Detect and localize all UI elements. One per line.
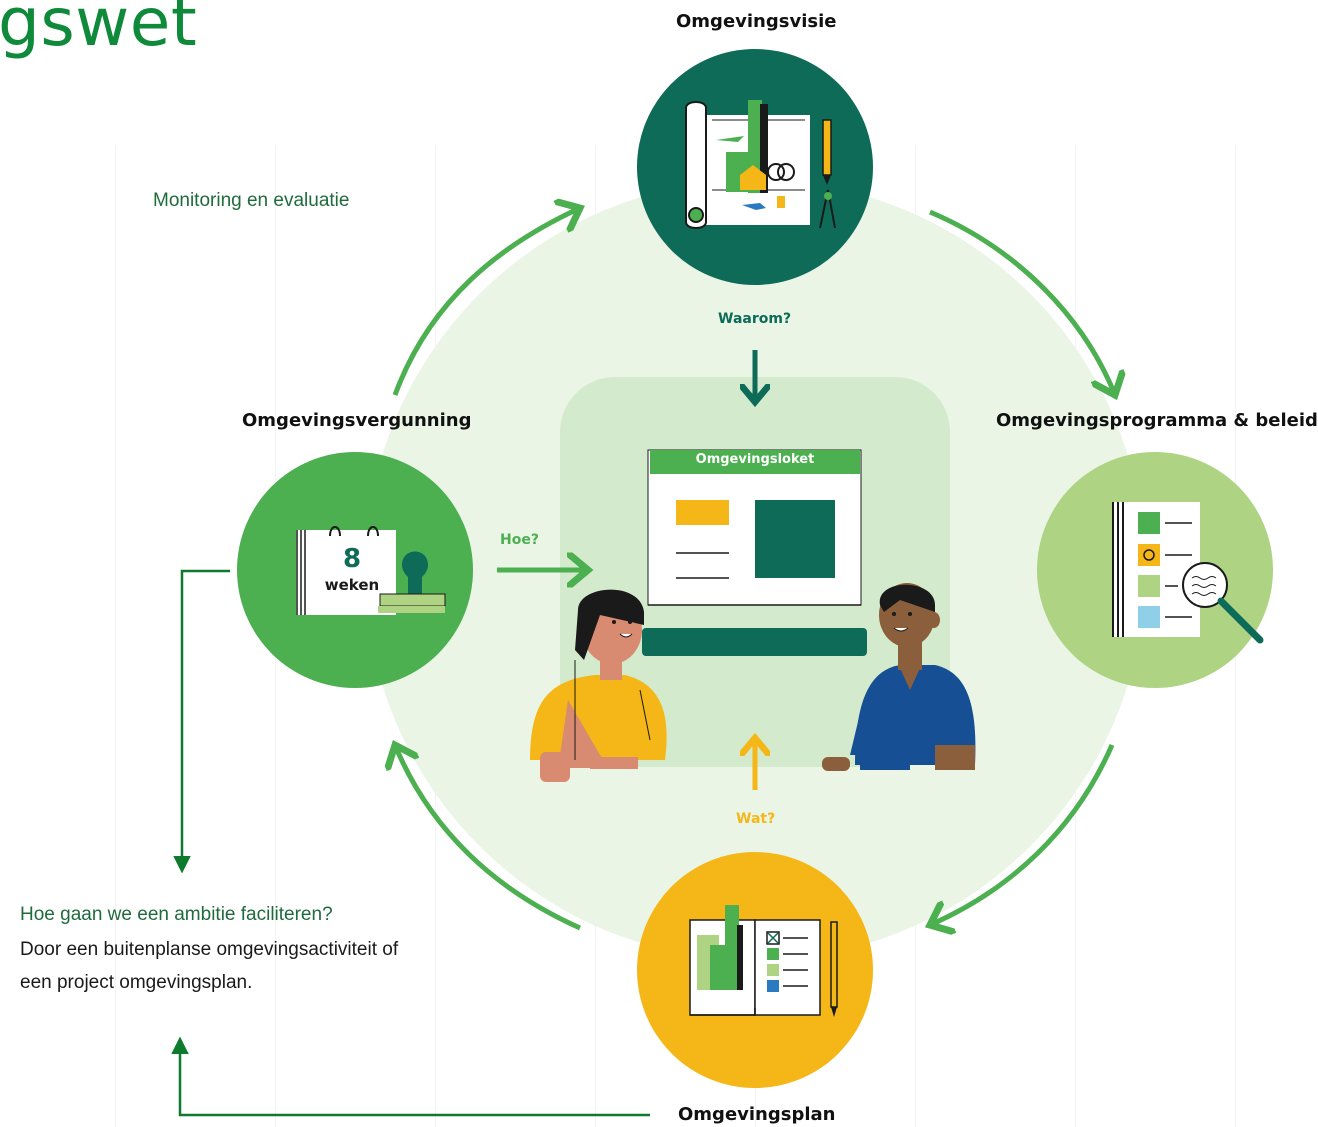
monitoring-label: Monitoring en evaluatie — [153, 190, 350, 211]
question-wat: Wat? — [736, 811, 776, 827]
note-line-2: een project omgevingsplan. — [20, 972, 253, 993]
calendar-number: 8 — [342, 544, 362, 574]
note-line-1: Door een buitenplanse omgevingsactivitei… — [20, 939, 399, 960]
loket-title: Omgevingsloket — [695, 452, 815, 467]
connector-vergunning-to-note — [173, 569, 230, 874]
calendar-unit: weken — [324, 576, 380, 594]
question-waarom: Waarom? — [718, 311, 792, 327]
label-omgevingsplan: Omgevingsplan — [678, 1104, 836, 1125]
gridline — [115, 145, 116, 1127]
note-question: Hoe gaan we een ambitie faciliteren? — [20, 904, 333, 925]
question-hoe: Hoe? — [500, 532, 539, 548]
arrow-vergunning-to-visie — [392, 208, 580, 396]
arrow-plan-to-vergunning — [395, 745, 582, 931]
label-omgevingsvisie: Omgevingsvisie — [676, 11, 837, 32]
label-omgevingsprogramma: Omgevingsprogramma & beleid — [996, 410, 1318, 431]
label-omgevingsvergunning: Omgevingsvergunning — [242, 410, 472, 431]
omgevingsloket-screen[interactable] — [642, 449, 867, 656]
node-omgevingsplan[interactable] — [637, 852, 873, 1088]
person-man-illustration — [822, 583, 976, 771]
page-title-fragment: gswet — [0, 0, 198, 61]
arrow-programma-to-plan — [930, 744, 1115, 925]
node-omgevingsvergunning[interactable] — [237, 452, 473, 688]
node-omgevingsprogramma[interactable] — [1037, 452, 1273, 688]
node-omgevingsvisie[interactable] — [637, 49, 873, 285]
arrow-visie-to-programma — [929, 209, 1115, 395]
connector-plan-to-note — [171, 1036, 650, 1117]
person-woman-illustration — [530, 589, 667, 782]
